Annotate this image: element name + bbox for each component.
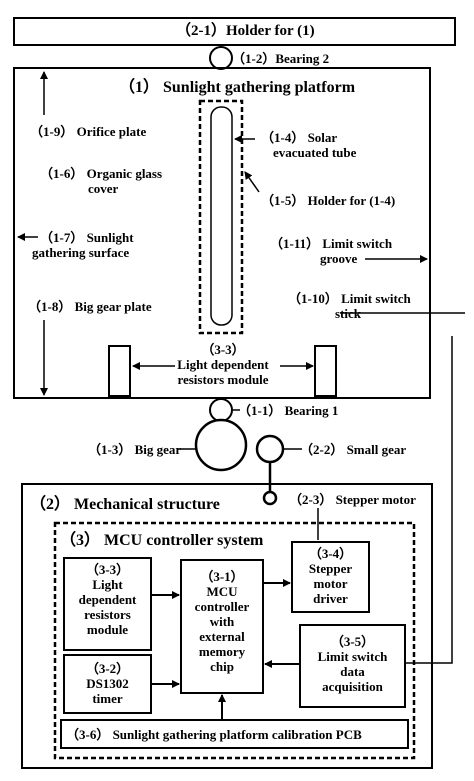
box-mcu-frame [180, 559, 264, 694]
box-ldr-line-5: module [86, 622, 129, 637]
organic-glass-line-1: （1-6） Organic glass [40, 166, 163, 181]
bearing-2 [209, 46, 233, 70]
box-pcb-frame [60, 719, 409, 749]
ldr-block-left [108, 345, 131, 397]
box-mcu-line-2: MCU [206, 584, 238, 599]
limit-groove-label: （1-11） Limit switch groove [270, 236, 392, 266]
limit-stick-line-1: （1-10） Limit switch [288, 291, 411, 306]
ldr-block-right [314, 345, 337, 397]
platform-frame [13, 67, 431, 399]
solar-tube-label: （1-4） Solar evacuated tube [261, 130, 356, 160]
big-gear [194, 418, 248, 472]
limit-stick-label: （1-10） Limit switch stick [288, 291, 411, 321]
box-ldr-line-3: dependent [78, 592, 137, 607]
tube-holder-dashed [198, 99, 244, 335]
organic-glass-line-2: cover [88, 181, 119, 196]
orifice-plate-label: （1-9） Orifice plate [30, 124, 147, 139]
box-limit-frame [299, 624, 406, 708]
box-driver-line-1: （3-4） [308, 546, 353, 561]
solar-tube-line-2: evacuated tube [273, 145, 357, 160]
organic-glass-label: （1-6） Organic glass cover [40, 166, 162, 196]
box-mcu-line-5: external [199, 629, 245, 644]
box-limit-line-1: （3-5） [330, 634, 375, 649]
stepper-motor-label: （2-3） Stepper motor [289, 492, 416, 507]
holder-tube-label: （1-5） Holder for (1-4) [261, 193, 396, 208]
small-gear [255, 434, 285, 464]
box-mcu: （3-1） MCU controller with external memor… [181, 569, 263, 674]
box-ldr-line-4: resistors [84, 607, 131, 622]
box-pcb-label: （3-6） Sunlight gathering platform calibr… [66, 727, 362, 742]
big-gear-label: （1-3） Big gear [88, 442, 182, 457]
limit-switch-wire [405, 336, 453, 664]
box-limit: （3-5） Limit switch data acquisition [300, 634, 405, 694]
big-gear-plate-label: （1-8） Big gear plate [28, 299, 152, 314]
box-mcu-line-1: （3-1） [200, 569, 244, 584]
box-driver-frame [291, 541, 370, 613]
mcu-system-title: （3） MCU controller system [60, 532, 264, 549]
small-gear-label: （2-2） Small gear [300, 442, 407, 457]
box-driver-line-3: motor [313, 576, 348, 591]
box-limit-line-3: data [340, 664, 365, 679]
gathering-surface-line-1: （1-7） Sunlight [40, 230, 134, 245]
box-driver-line-4: driver [313, 591, 348, 606]
holder-top-label: （2-1）Holder for (1) [176, 23, 315, 39]
box-ldr-line-1: （3-3） [85, 562, 130, 577]
box-timer-line-3: timer [92, 691, 123, 706]
box-mcu-line-4: with [209, 614, 235, 629]
ldr-platform-line-1: （3-3） [201, 342, 245, 357]
box-ldr-frame [63, 557, 152, 651]
box-limit-line-4: acquisition [322, 679, 383, 694]
box-timer-line-2: DS1302 [86, 676, 129, 691]
mcu-system-dashed [53, 521, 416, 760]
mechanical-frame [21, 483, 433, 769]
motor-coupling [262, 490, 278, 506]
limit-groove-line-2: groove [320, 251, 358, 266]
limit-groove-line-1: （1-11） Limit switch [270, 236, 393, 251]
holder-bar [13, 17, 456, 46]
box-ldr: （3-3） Light dependent resistors module [64, 562, 151, 637]
ldr-platform-line-2: Light dependent [177, 357, 269, 372]
box-timer: （3-2） DS1302 timer [64, 661, 151, 706]
ldr-platform-line-3: resistors module [177, 372, 269, 387]
bearing2-label: （1-2）Bearing 2 [232, 51, 330, 66]
box-driver-line-2: Stepper [308, 561, 353, 576]
gathering-surface-line-2: gathering surface [32, 245, 130, 260]
ldr-platform-label: （3-3） Light dependent resistors module [158, 342, 288, 387]
box-limit-line-2: Limit switch [317, 649, 388, 664]
box-timer-line-1: （3-2） [85, 661, 130, 676]
platform-title: （1） Sunlight gathering platform [119, 79, 356, 96]
gathering-surface-label: （1-7） Sunlight gathering surface [32, 230, 134, 260]
box-mcu-line-7: chip [210, 659, 234, 674]
evacuated-tube [210, 106, 233, 326]
bearing-1 [209, 398, 233, 422]
bearing1-label: （1-1） Bearing 1 [238, 403, 339, 418]
holder-tube-arrow [244, 171, 260, 193]
solar-tube-line-1: （1-4） Solar [261, 130, 338, 145]
box-mcu-line-6: memory [198, 644, 246, 659]
limit-stick-line-2: stick [335, 306, 361, 321]
box-driver: （3-4） Stepper motor driver [292, 546, 369, 606]
mech-title: （2） Mechanical structure [30, 496, 220, 513]
box-ldr-line-2: Light [92, 577, 123, 592]
box-mcu-line-3: controller [194, 599, 250, 614]
